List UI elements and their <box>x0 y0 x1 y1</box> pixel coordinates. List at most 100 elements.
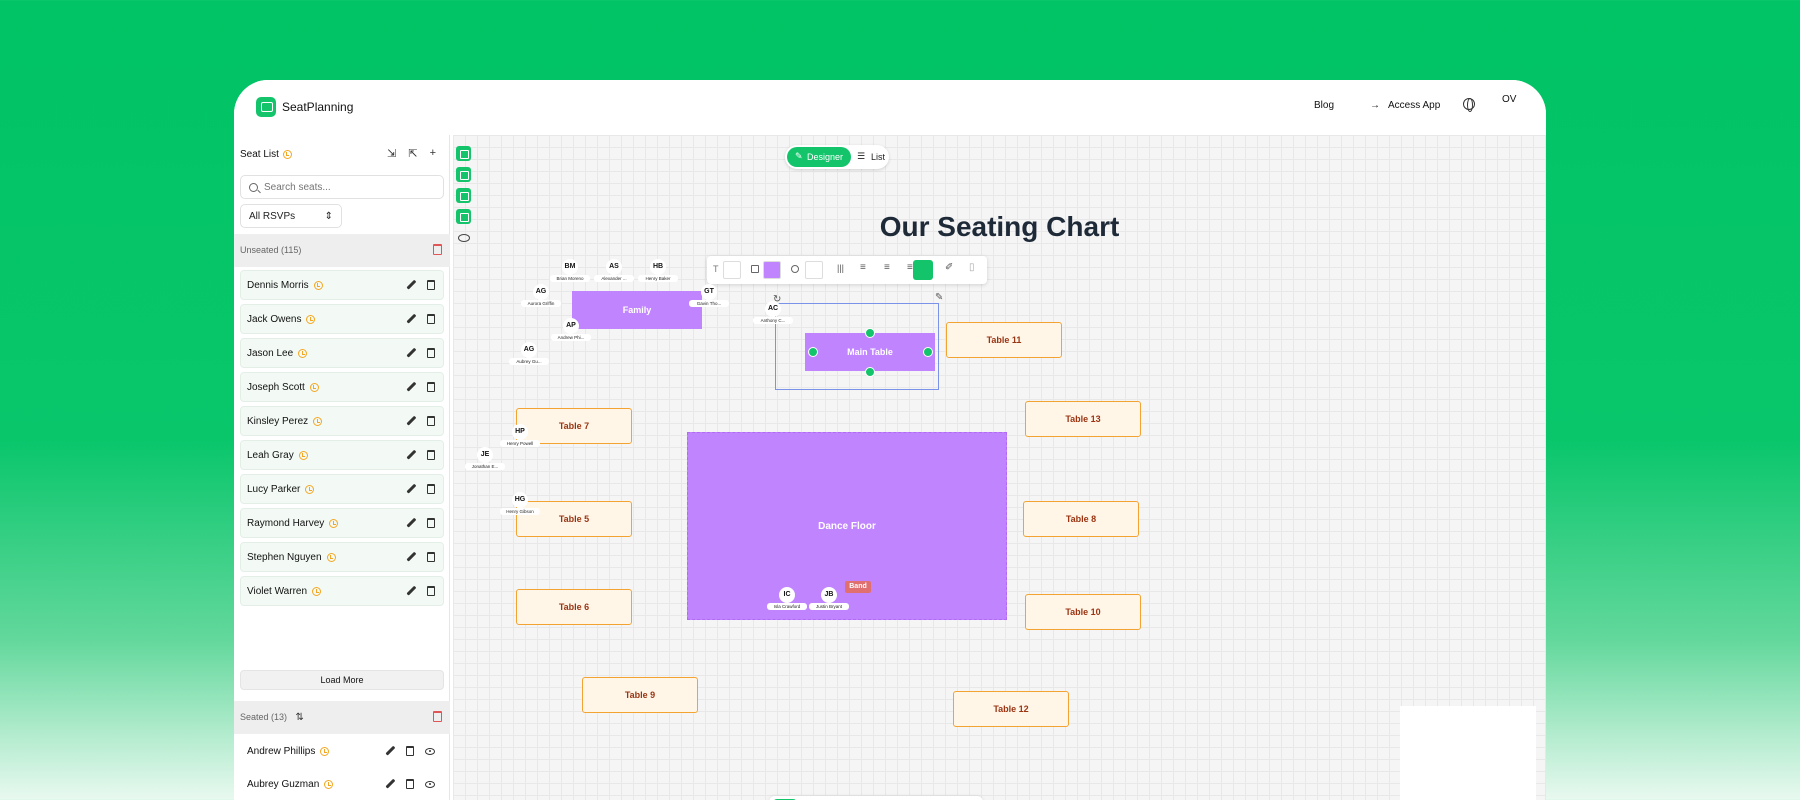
border-icon[interactable] <box>791 265 799 273</box>
guest-row[interactable]: Stephen Nguyen <box>240 542 444 572</box>
seat-icon[interactable] <box>456 188 471 203</box>
guest-row[interactable]: Lucy Parker <box>240 474 444 504</box>
trash-icon[interactable] <box>427 314 435 324</box>
guest-row[interactable]: Leah Gray <box>240 440 444 470</box>
edit-icon[interactable] <box>406 552 416 562</box>
band-label[interactable]: Band <box>845 581 871 593</box>
edit-icon[interactable] <box>406 416 416 426</box>
brand[interactable]: SeatPlanning <box>256 97 353 117</box>
align-center-icon[interactable]: ≡ <box>860 262 866 273</box>
trash-icon[interactable] <box>427 586 435 596</box>
trash-icon[interactable] <box>427 416 435 426</box>
table-12[interactable]: Table 12 <box>953 691 1069 727</box>
trash-icon[interactable] <box>433 244 442 255</box>
border-color-swatch[interactable] <box>805 261 823 279</box>
brush-icon[interactable]: ✐ <box>945 262 954 273</box>
fill-icon[interactable] <box>751 265 759 273</box>
export-icon[interactable]: ⇱ <box>408 148 418 160</box>
nav-blog-link[interactable]: Blog <box>1314 100 1335 111</box>
trash-icon[interactable] <box>406 746 414 756</box>
rotate-icon[interactable]: ↻ <box>773 294 782 305</box>
family-table[interactable]: Family <box>572 291 702 329</box>
resize-handle-top[interactable] <box>865 328 875 338</box>
trash-icon[interactable] <box>427 484 435 494</box>
trash-icon[interactable] <box>427 280 435 290</box>
edit-icon[interactable] <box>385 779 395 789</box>
guest-row[interactable]: Raymond Harvey <box>240 508 444 538</box>
search-input[interactable] <box>264 181 434 193</box>
edit-icon[interactable] <box>406 314 416 324</box>
list-mode-button[interactable]: List <box>855 151 885 162</box>
trash-icon[interactable] <box>427 348 435 358</box>
edit-icon[interactable] <box>406 484 416 494</box>
table-6[interactable]: Table 6 <box>516 589 632 625</box>
trash-icon[interactable] <box>427 552 435 562</box>
trash-icon[interactable] <box>406 779 414 789</box>
table-13[interactable]: Table 13 <box>1025 401 1141 437</box>
guest-row[interactable]: Violet Warren <box>240 576 444 606</box>
trash-icon[interactable] <box>427 518 435 528</box>
resize-handle-bottom[interactable] <box>865 367 875 377</box>
eye-icon[interactable] <box>425 748 435 755</box>
table-11[interactable]: Table 11 <box>946 322 1062 358</box>
guest-row[interactable]: Dennis Morris <box>240 270 444 300</box>
edit-icon[interactable]: ✎ <box>935 292 944 303</box>
designer-canvas[interactable]: Designer List Our Seating Chart Family ↻… <box>453 135 1546 800</box>
distribute-icon[interactable]: ||| <box>837 263 845 273</box>
align-justify-icon[interactable] <box>913 260 933 280</box>
text-icon[interactable]: T <box>713 264 719 274</box>
trash-icon[interactable] <box>427 382 435 392</box>
main-table[interactable]: Main Table <box>805 333 935 371</box>
nav-access-app-link[interactable]: → Access App <box>1370 100 1440 111</box>
sort-icon[interactable]: ⇅ <box>295 712 304 723</box>
globe-icon[interactable] <box>1463 98 1475 112</box>
designer-mode-button[interactable]: Designer <box>787 147 852 167</box>
table-7[interactable]: Table 7 <box>516 408 632 444</box>
align-right-icon[interactable]: ≡ <box>907 262 913 273</box>
add-icon[interactable]: + <box>429 147 436 159</box>
eye-icon[interactable] <box>425 781 435 788</box>
table-10[interactable]: Table 10 <box>1025 594 1141 630</box>
table-9[interactable]: Table 9 <box>582 677 698 713</box>
table-5[interactable]: Table 5 <box>516 501 632 537</box>
fill-color-swatch[interactable] <box>763 261 781 279</box>
chart-title[interactable]: Our Seating Chart <box>879 211 1120 242</box>
seated-group-header[interactable]: Seated (13) ⇅ <box>234 701 450 734</box>
user-avatar[interactable]: OV <box>1502 94 1517 105</box>
seated-guest-row[interactable]: Andrew Phillips <box>240 736 444 766</box>
edit-icon[interactable] <box>406 348 416 358</box>
guest-row[interactable]: Jack Owens <box>240 304 444 334</box>
unseated-group-header[interactable]: Unseated (115) <box>234 234 450 267</box>
guests-icon[interactable] <box>456 167 471 182</box>
text-color-swatch[interactable] <box>723 261 741 279</box>
guest-row[interactable]: Joseph Scott <box>240 372 444 402</box>
edit-icon[interactable] <box>406 586 416 596</box>
edit-icon[interactable] <box>406 382 416 392</box>
guest-row[interactable]: Kinsley Perez <box>240 406 444 436</box>
align-left-icon[interactable]: ≡ <box>884 262 890 273</box>
import-icon[interactable]: ⇲ <box>387 148 397 160</box>
panel-toggle-icon[interactable] <box>456 146 471 161</box>
edit-icon[interactable] <box>406 280 416 290</box>
eye-icon[interactable] <box>456 230 471 245</box>
rsvp-filter-select[interactable]: All RSVPs ⇕ <box>240 204 342 228</box>
eraser-icon[interactable]: ▯ <box>969 262 975 273</box>
resize-handle-right[interactable] <box>923 347 933 357</box>
trash-icon[interactable] <box>427 450 435 460</box>
trash-icon[interactable] <box>433 711 442 722</box>
seated-guest-row[interactable]: Aubrey Guzman <box>240 769 444 799</box>
mail-icon[interactable] <box>456 209 471 224</box>
